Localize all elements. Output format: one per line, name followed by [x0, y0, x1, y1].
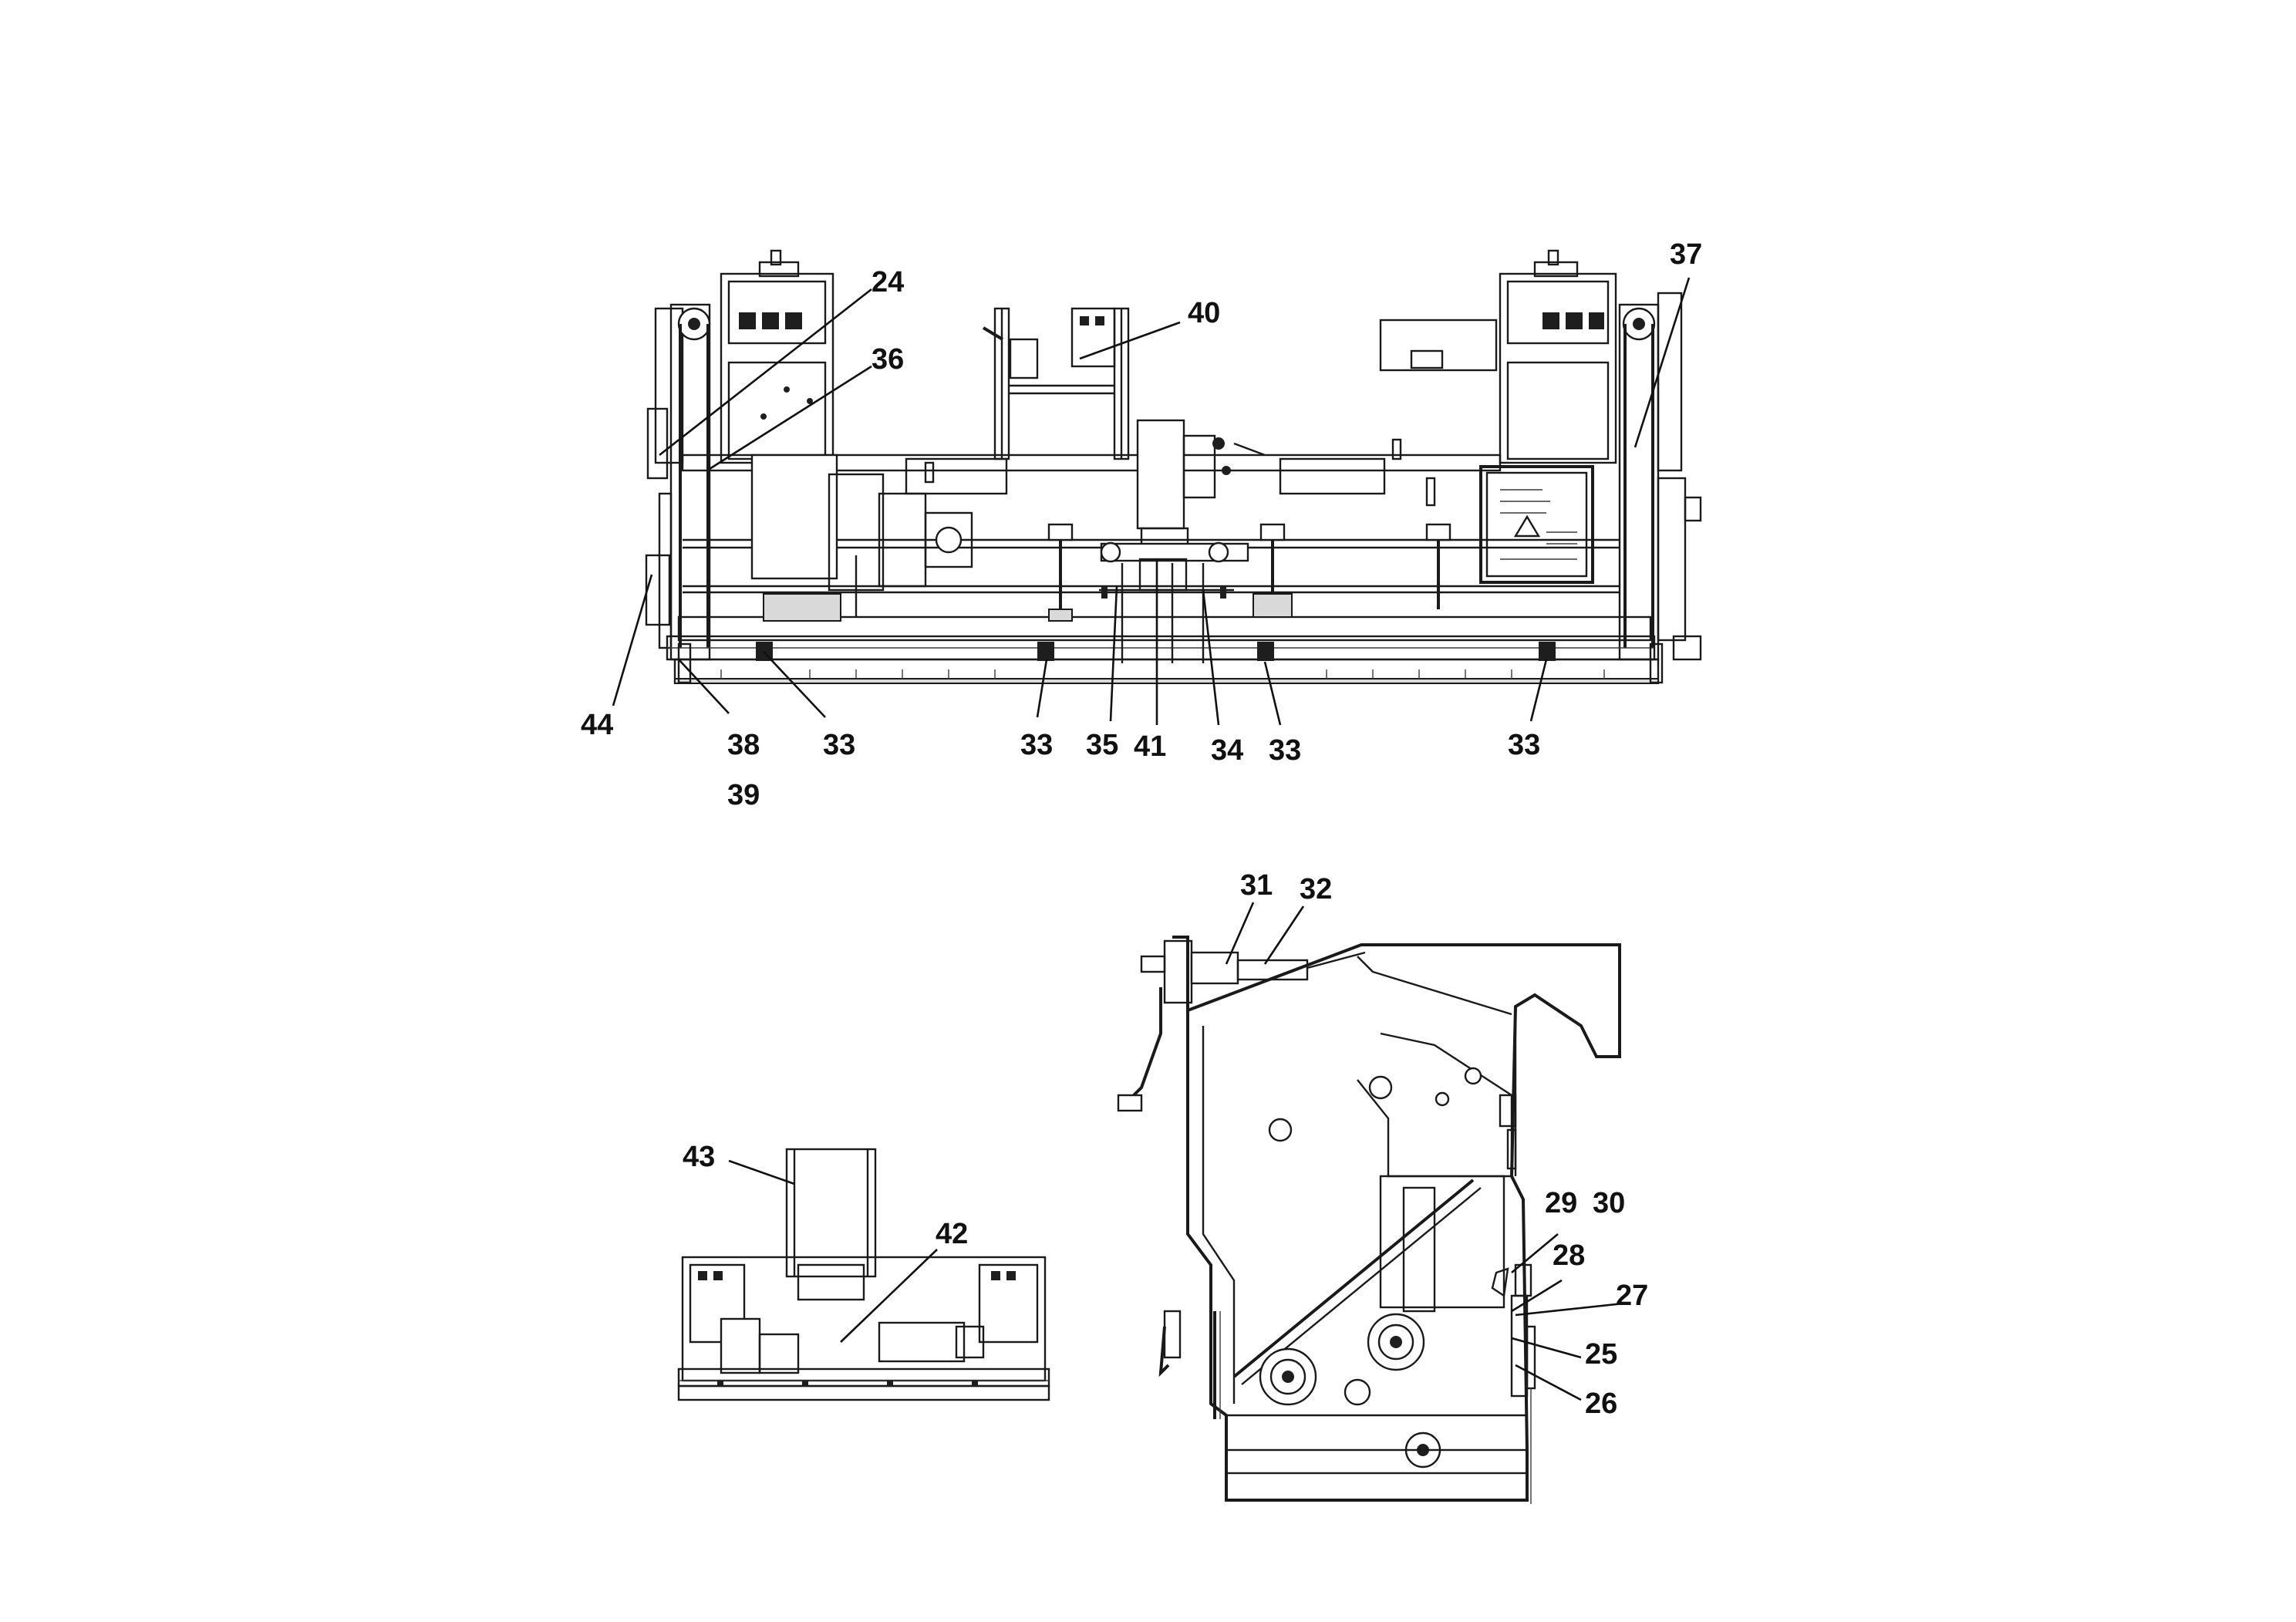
drive-motor [750, 454, 973, 622]
callout-39: 39 [727, 779, 760, 811]
callout-27: 27 [1616, 1280, 1648, 1312]
left-end-plate [645, 303, 711, 661]
callout-37: 37 [1670, 238, 1702, 271]
callout-26: 26 [1585, 1388, 1617, 1420]
callout-33-right: 33 [1508, 729, 1540, 761]
callout-35: 35 [1086, 729, 1118, 761]
screed-rear-view [677, 1148, 1050, 1401]
center-mast [982, 307, 1130, 460]
right-control-console [1379, 249, 1617, 464]
callout-25: 25 [1585, 1338, 1617, 1371]
callout-33-center-right: 33 [1269, 734, 1301, 767]
callout-24: 24 [872, 266, 904, 298]
callout-36: 36 [872, 343, 904, 376]
callout-33-center-left: 33 [1020, 729, 1053, 761]
screed-front-view [645, 249, 1702, 684]
screed-side-view [1117, 936, 1621, 1504]
callout-44: 44 [581, 709, 613, 741]
callout-30: 30 [1593, 1187, 1625, 1219]
callout-38: 38 [727, 729, 760, 761]
tamper-struts [924, 438, 1451, 622]
callout-43: 43 [683, 1141, 715, 1173]
left-control-console [720, 249, 834, 464]
callout-41: 41 [1134, 730, 1166, 763]
warning-placard [1479, 465, 1594, 584]
callout-28: 28 [1553, 1239, 1585, 1272]
callout-40: 40 [1188, 297, 1220, 329]
callout-34: 34 [1211, 734, 1243, 767]
callout-labels: 24 36 40 37 44 38 39 33 33 35 41 34 33 3… [581, 238, 1702, 1420]
callout-33-left: 33 [823, 729, 855, 761]
right-end-plate [1618, 292, 1702, 661]
center-gearbox [1099, 419, 1266, 663]
callout-29: 29 [1545, 1187, 1577, 1219]
callout-32: 32 [1300, 873, 1332, 905]
leader-lines [612, 277, 1691, 1401]
callout-42: 42 [936, 1218, 968, 1250]
callout-31: 31 [1240, 869, 1273, 902]
